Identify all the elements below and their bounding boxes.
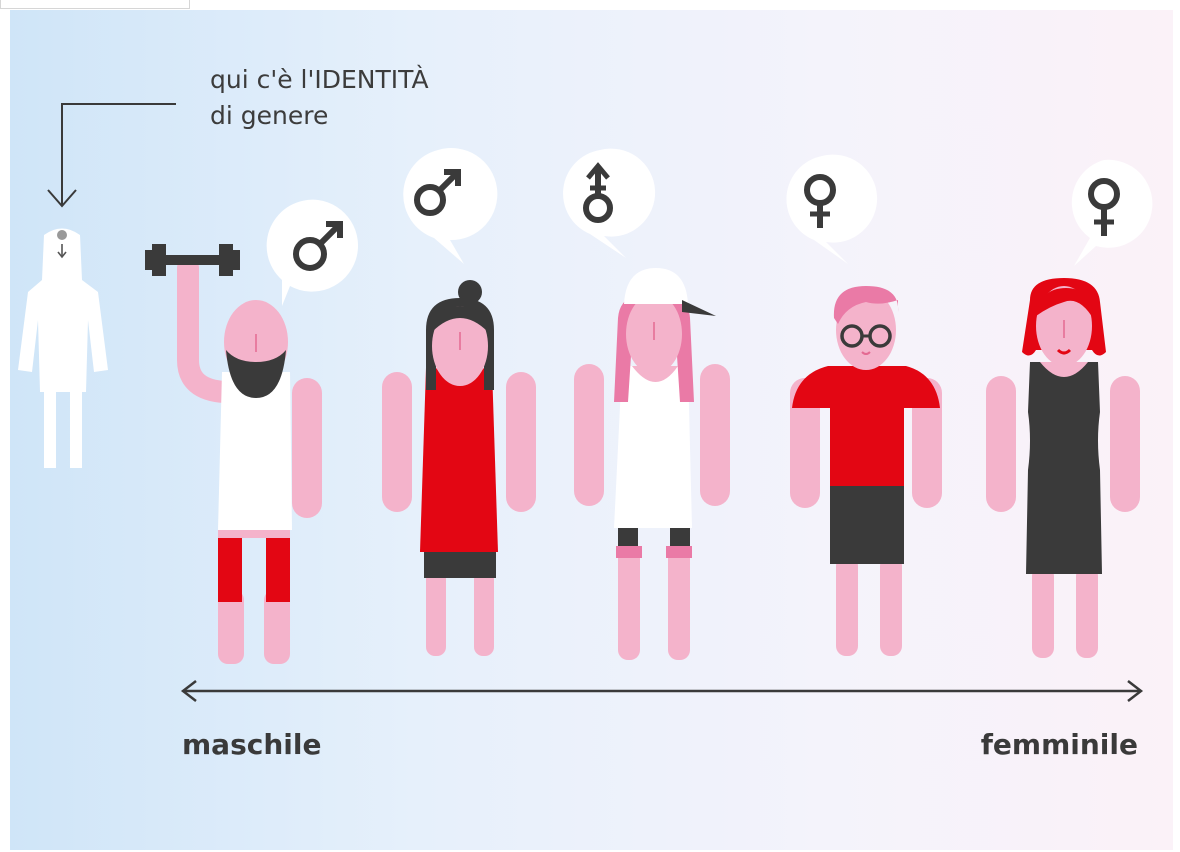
caption-line-2: di genere [210,101,329,130]
caption-line-1: qui c'è l'IDENTITÀ [210,65,429,94]
tomboy-figure [382,148,536,656]
axis-arrow-left [180,680,197,702]
pointer-arrowhead [47,189,77,208]
spectrum-axis [180,680,1144,702]
feminine-label: femminile [980,728,1138,761]
female-symbol-icon [1088,178,1120,236]
axis-arrow-right [1127,680,1144,702]
nerd-figure [786,154,942,656]
pointer-arrow [61,103,176,206]
masculine-figure [145,199,359,664]
frame-corner [0,0,190,9]
identity-marker [57,230,67,240]
androgyne-symbol-icon [583,162,613,223]
female-symbol-icon [804,174,836,228]
male-symbol-icon [414,169,461,216]
male-symbol-icon [293,221,343,271]
masculine-label: maschile [182,728,322,761]
dumbbell-icon [145,244,240,276]
neutral-figure [18,228,108,468]
identity-caption: qui c'è l'IDENTITÀ di genere [210,62,429,134]
glasses-icon [840,324,892,348]
androgynous-figure [563,148,730,660]
feminine-figure [986,159,1153,658]
